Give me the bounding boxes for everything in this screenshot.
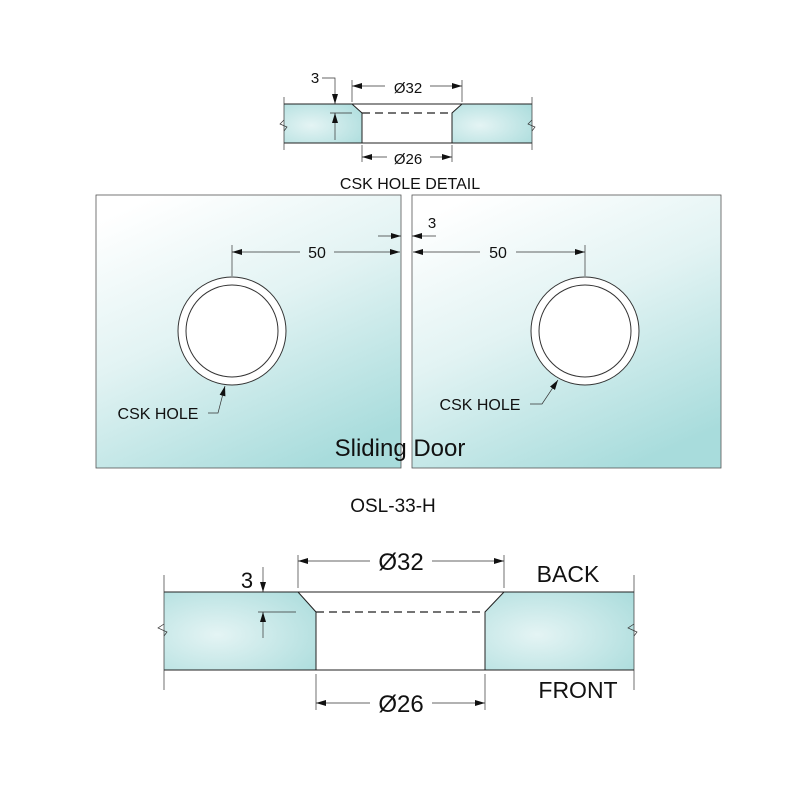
left-offset-label: 50 [308, 245, 326, 262]
inner-dia-label: Ø26 [378, 691, 423, 718]
outer-dia-label: Ø32 [394, 80, 422, 97]
front-label: FRONT [538, 677, 617, 703]
outer-dia-label: Ø32 [378, 549, 423, 576]
gap-label: 3 [428, 215, 436, 232]
glass-left [284, 104, 362, 143]
csk-hole-detail: Ø32 Ø26 3 CSK HOLE DETAIL [279, 70, 536, 193]
inner-dia-label: Ø26 [394, 151, 422, 168]
left-hole-label: CSK HOLE [118, 406, 199, 423]
glass-right [485, 592, 634, 670]
right-hole-label: CSK HOLE [440, 397, 521, 414]
glass-right [452, 104, 532, 143]
depth-label: 3 [311, 70, 319, 87]
right-offset-label: 50 [489, 245, 507, 262]
model-number: OSL-33-H [350, 496, 436, 517]
back-label: BACK [537, 561, 600, 587]
csk-section-view: Ø32 Ø26 3 BACK FRONT [157, 549, 638, 718]
detail-title: CSK HOLE DETAIL [340, 176, 480, 193]
glass-left [164, 592, 316, 670]
depth-label: 3 [241, 568, 253, 593]
sliding-door-panels: 50 50 3 CSK HOLE CSK HOLE Sliding Door [95, 194, 722, 469]
panel-caption: Sliding Door [335, 435, 466, 462]
